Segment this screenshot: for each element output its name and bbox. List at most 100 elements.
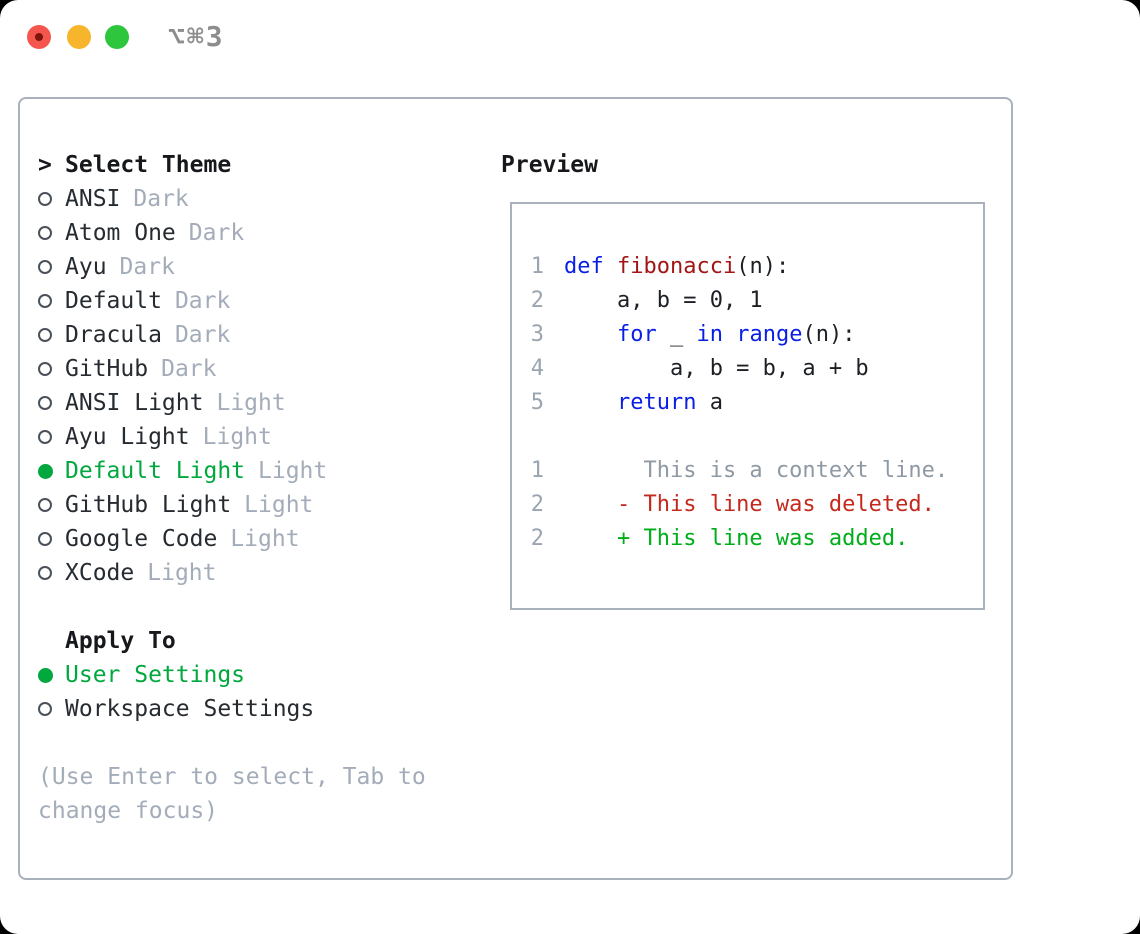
token-context: This is a context line. bbox=[564, 458, 949, 483]
radio-icon bbox=[38, 226, 52, 240]
line-number: 5 bbox=[530, 390, 544, 415]
code-line: 5 return a bbox=[520, 386, 983, 420]
item-label: ANSI Light bbox=[65, 390, 204, 416]
item-variant-label: Light bbox=[230, 526, 300, 552]
code-content: + This line was added. bbox=[564, 522, 908, 556]
apply-option-workspace-settings[interactable]: Workspace Settings bbox=[38, 692, 327, 726]
token-added: + This line was added. bbox=[564, 526, 909, 551]
radio-icon bbox=[38, 702, 52, 716]
item-label: Atom One bbox=[65, 220, 176, 246]
token-plain: a, b = b, a + b bbox=[564, 356, 869, 381]
code-line: 3 for _ in range(n): bbox=[520, 318, 983, 352]
spacer-row bbox=[38, 590, 327, 624]
theme-item-atom-one[interactable]: Atom One Dark bbox=[38, 216, 327, 250]
theme-item-github-light[interactable]: GitHub Light Light bbox=[38, 488, 327, 522]
line-number: 1 bbox=[530, 254, 544, 279]
item-label: Default Light bbox=[65, 458, 246, 484]
code-content: for _ in range(n): bbox=[564, 318, 855, 352]
code-line: 1 def fibonacci(n): bbox=[520, 250, 983, 284]
line-number bbox=[520, 420, 544, 454]
window-shortcut-label: ⌥⌘3 bbox=[168, 20, 225, 53]
item-variant-label: Light bbox=[258, 458, 328, 484]
token-plain: a bbox=[696, 390, 723, 415]
code-line: 1 This is a context line. bbox=[520, 454, 983, 488]
line-number: 4 bbox=[530, 356, 544, 381]
focus-caret-icon: > bbox=[38, 152, 52, 178]
radio-icon bbox=[38, 532, 52, 546]
radio-icon bbox=[38, 463, 53, 479]
code-line: 4 a, b = b, a + b bbox=[520, 352, 983, 386]
token-keyword: for bbox=[616, 322, 657, 347]
minimize-button-icon[interactable] bbox=[67, 25, 91, 49]
theme-item-github[interactable]: GitHub Dark bbox=[38, 352, 327, 386]
item-label: Dracula bbox=[65, 322, 162, 348]
code-line bbox=[520, 420, 983, 454]
item-variant-label: Dark bbox=[119, 254, 175, 280]
titlebar: ⌥⌘3 bbox=[0, 0, 1140, 76]
item-label: XCode bbox=[65, 560, 135, 586]
item-label: Default bbox=[65, 288, 162, 314]
token-keyword: def bbox=[564, 254, 604, 279]
main-panel: > Select Theme ANSI Dark Atom One Dark A… bbox=[18, 97, 1013, 880]
item-variant-label: Light bbox=[244, 492, 314, 518]
theme-item-ansi-light[interactable]: ANSI Light Light bbox=[38, 386, 327, 420]
item-variant-label: Dark bbox=[188, 220, 245, 246]
code-content: return a bbox=[564, 386, 723, 420]
preview-title: Preview bbox=[501, 152, 598, 178]
code-content: a, b = b, a + b bbox=[564, 352, 869, 386]
line-number: 3 bbox=[530, 322, 544, 347]
select-theme-title: Select Theme bbox=[65, 152, 232, 178]
token-plain: (n): bbox=[802, 322, 856, 347]
token-deleted: - This line was deleted. bbox=[564, 492, 935, 517]
theme-item-ayu-light[interactable]: Ayu Light Light bbox=[38, 420, 327, 454]
radio-icon bbox=[38, 260, 52, 274]
theme-item-xcode[interactable]: XCode Light bbox=[38, 556, 327, 590]
radio-icon bbox=[38, 328, 52, 342]
code-content: def fibonacci(n): bbox=[564, 250, 789, 284]
section-header-label: Apply To bbox=[65, 628, 176, 654]
zoom-button-icon[interactable] bbox=[105, 25, 129, 49]
radio-icon bbox=[38, 192, 52, 206]
item-label: GitHub bbox=[65, 356, 149, 382]
item-variant-label: Light bbox=[202, 424, 272, 450]
line-number: 1 bbox=[530, 458, 544, 483]
item-label: Ayu Light bbox=[65, 424, 190, 450]
code-content: a, b = 0, 1 bbox=[564, 284, 763, 318]
item-label: ANSI bbox=[65, 186, 121, 212]
item-variant-label: Dark bbox=[133, 186, 189, 212]
theme-item-dracula[interactable]: Dracula Dark bbox=[38, 318, 327, 352]
item-label: GitHub Light bbox=[65, 492, 232, 518]
radio-icon bbox=[38, 498, 52, 512]
theme-item-ansi[interactable]: ANSI Dark bbox=[38, 182, 327, 216]
apply-option-user-settings[interactable]: User Settings bbox=[38, 658, 327, 692]
item-variant-label: Dark bbox=[174, 322, 231, 348]
radio-icon bbox=[38, 430, 52, 444]
token-plain bbox=[564, 322, 617, 347]
theme-item-default-light[interactable]: Default Light Light bbox=[38, 454, 327, 488]
select-theme-header: > Select Theme bbox=[38, 148, 327, 182]
close-button-icon[interactable] bbox=[27, 25, 51, 49]
code-line: 2 a, b = 0, 1 bbox=[520, 284, 983, 318]
code-lines: 1 def fibonacci(n): 2 a, b = 0, 1 3 for … bbox=[520, 250, 983, 556]
item-label: Google Code bbox=[65, 526, 218, 552]
code-line: 2 - This line was deleted. bbox=[520, 488, 983, 522]
theme-item-default[interactable]: Default Dark bbox=[38, 284, 327, 318]
token-plain bbox=[604, 254, 617, 279]
radio-icon bbox=[38, 362, 52, 376]
token-keyword: in bbox=[696, 322, 723, 347]
theme-item-google-code[interactable]: Google Code Light bbox=[38, 522, 327, 556]
radio-icon bbox=[38, 396, 52, 410]
token-keyword: range bbox=[736, 322, 803, 347]
radio-icon bbox=[38, 667, 53, 683]
theme-selector-column: > Select Theme ANSI Dark Atom One Dark A… bbox=[38, 148, 327, 726]
line-number: 2 bbox=[530, 492, 544, 517]
token-function: fibonacci bbox=[617, 254, 737, 279]
code-preview-box: 1 def fibonacci(n): 2 a, b = 0, 1 3 for … bbox=[510, 202, 985, 610]
code-content: - This line was deleted. bbox=[564, 488, 935, 522]
item-variant-label: Dark bbox=[161, 356, 217, 382]
token-keyword: return bbox=[616, 390, 697, 415]
item-label: User Settings bbox=[65, 662, 246, 688]
theme-item-ayu[interactable]: Ayu Dark bbox=[38, 250, 327, 284]
code-content: This is a context line. bbox=[564, 454, 948, 488]
